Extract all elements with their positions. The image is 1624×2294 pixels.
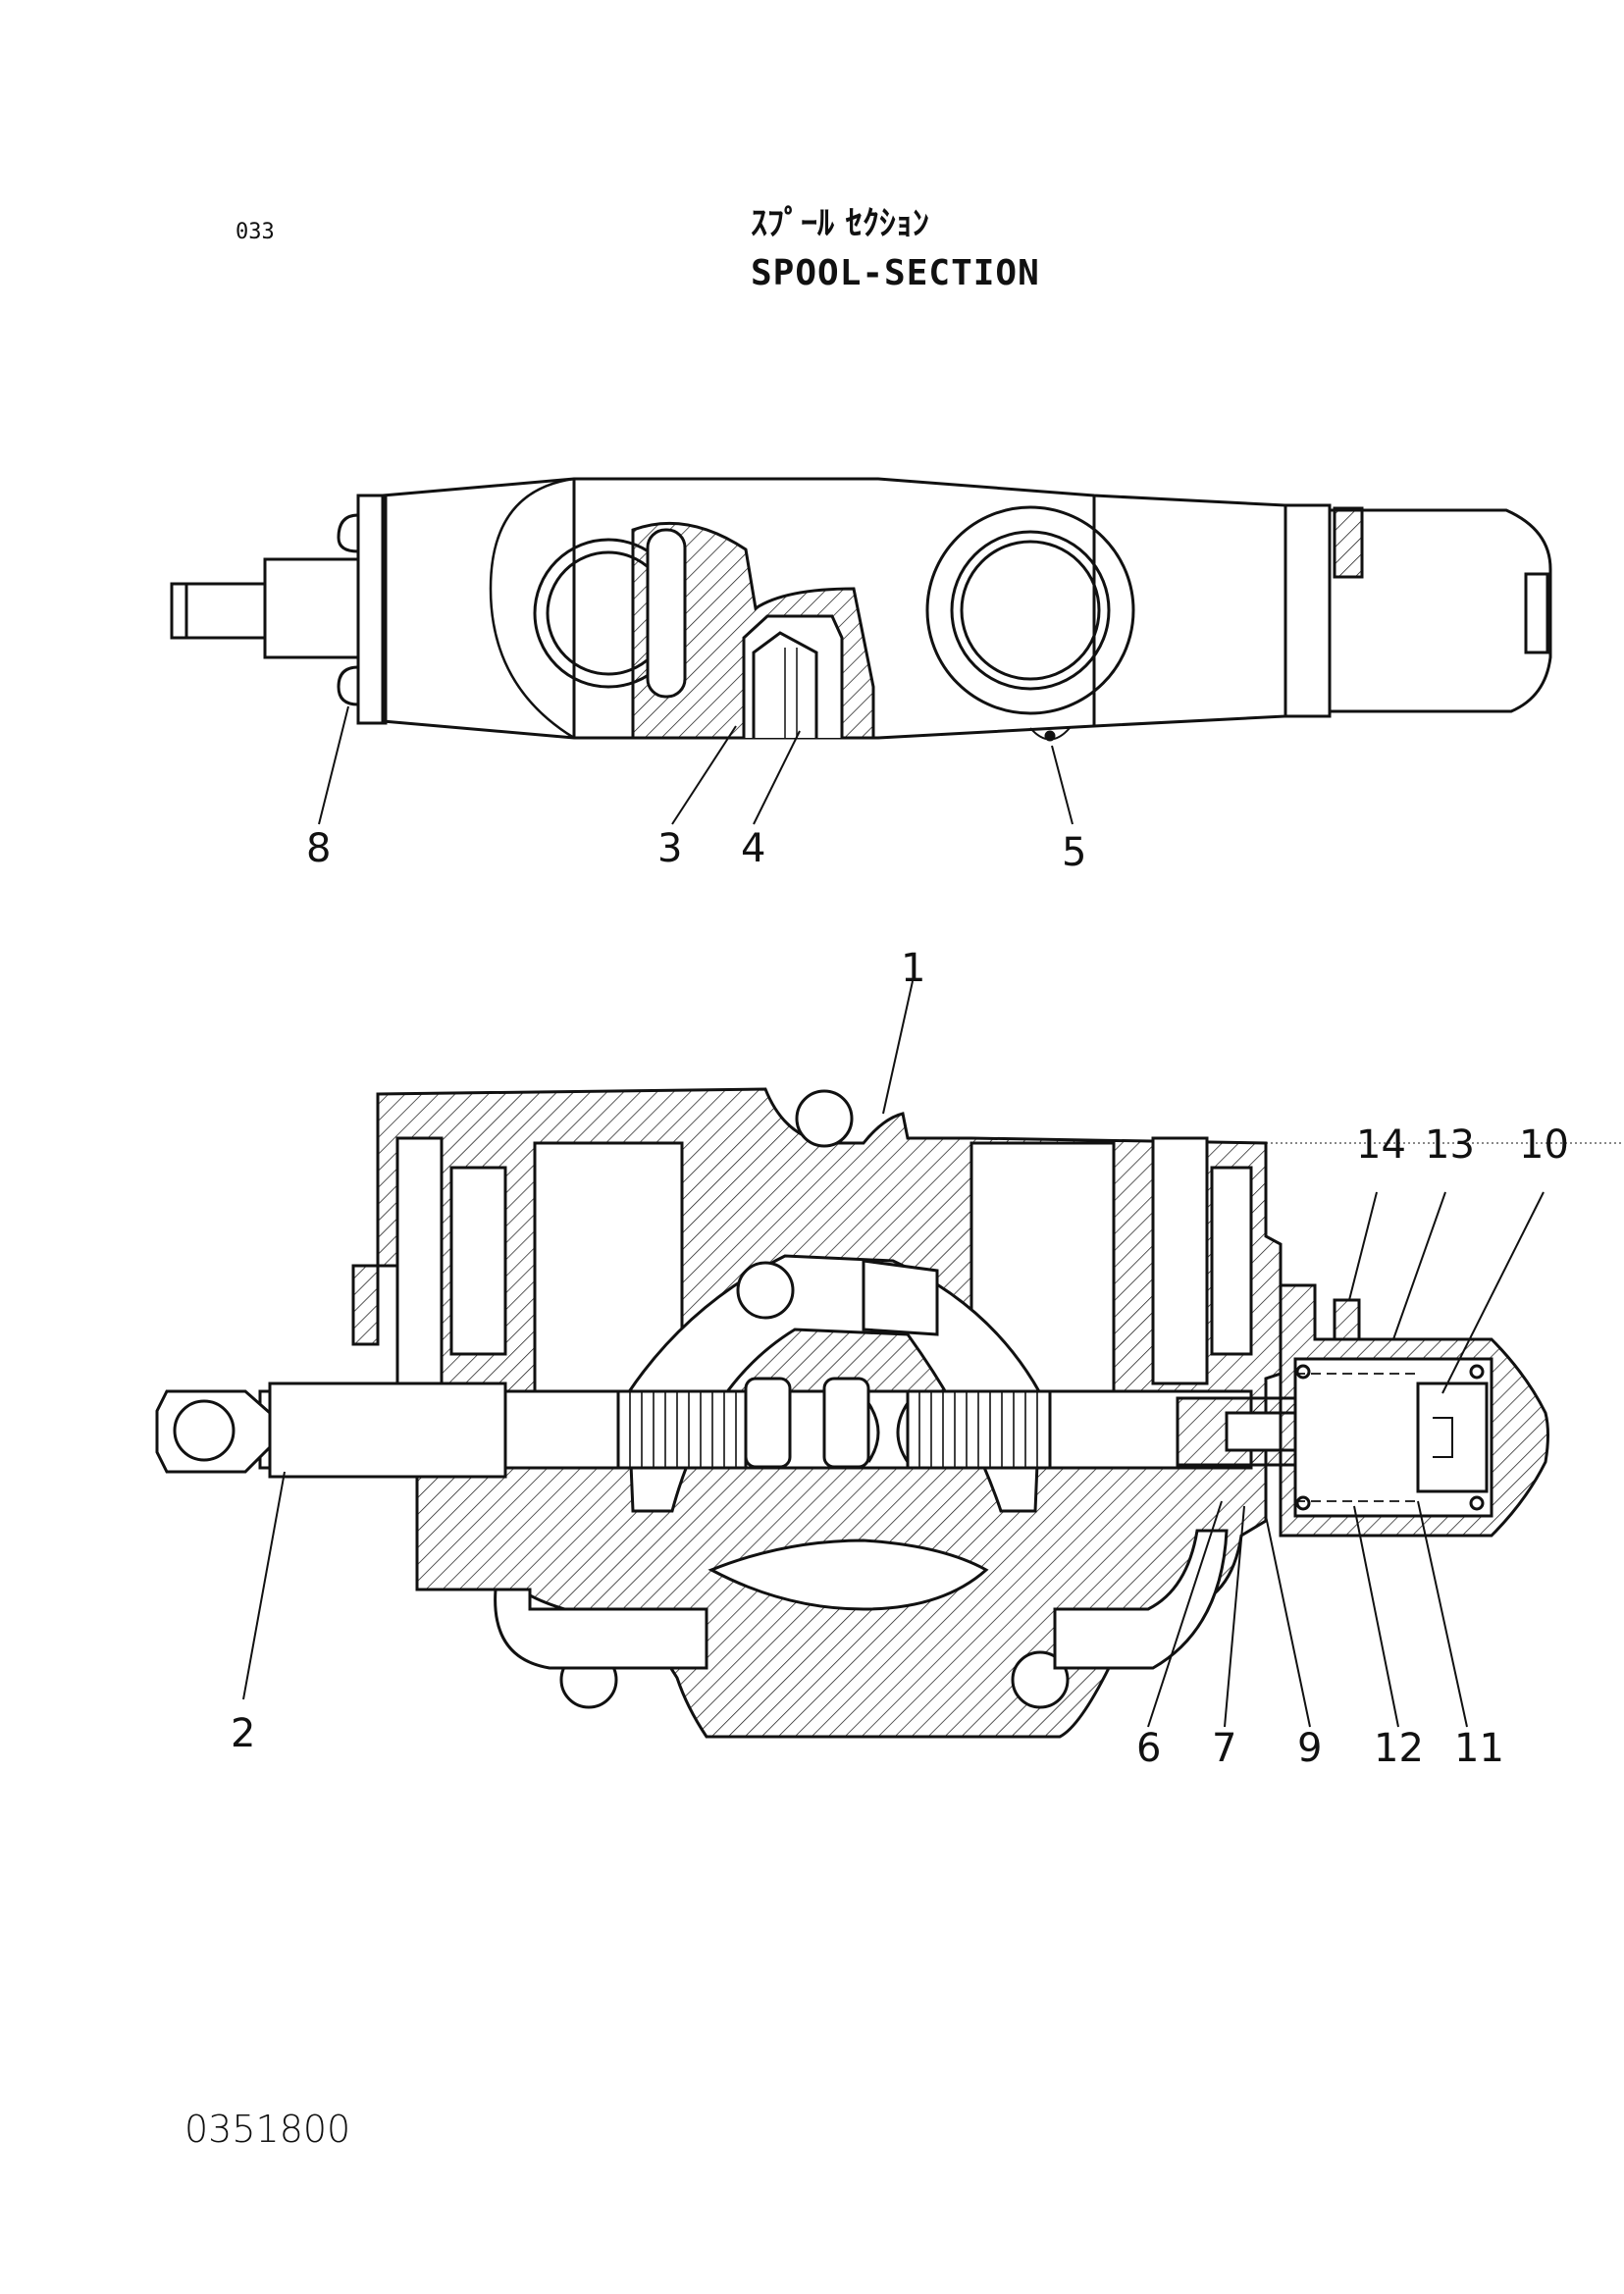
spring-cap — [1279, 1283, 1549, 1538]
top-leaders — [318, 705, 1074, 825]
callout-4: 4 — [741, 826, 765, 871]
callout-10: 10 — [1519, 1122, 1569, 1168]
section-code: 033 — [236, 220, 275, 244]
callout-12: 12 — [1374, 1726, 1424, 1771]
top-callouts: 8 3 4 5 — [306, 826, 1086, 875]
callout-8: 8 — [306, 826, 331, 871]
title-japanese: ｽﾌﾟｰﾙ ｾｸｼｮﾝ — [751, 204, 929, 243]
top-view — [170, 477, 1552, 742]
callout-3: 3 — [657, 826, 682, 871]
callout-1: 1 — [901, 946, 925, 991]
document-number: 0351800 — [184, 2108, 351, 2151]
section-callouts: 1 2 6 7 9 12 11 14 13 10 — [231, 946, 1569, 1771]
spool — [155, 1377, 1351, 1479]
callout-7: 7 — [1212, 1726, 1236, 1771]
callout-14: 14 — [1356, 1122, 1406, 1168]
section-leaders — [242, 980, 1624, 1728]
callout-6: 6 — [1136, 1726, 1161, 1771]
callout-13: 13 — [1425, 1122, 1475, 1168]
callout-11: 11 — [1454, 1726, 1504, 1771]
callout-9: 9 — [1297, 1726, 1322, 1771]
callout-2: 2 — [231, 1711, 255, 1756]
title-english: SPOOL-SECTION — [751, 253, 1040, 293]
callout-5: 5 — [1062, 830, 1086, 875]
